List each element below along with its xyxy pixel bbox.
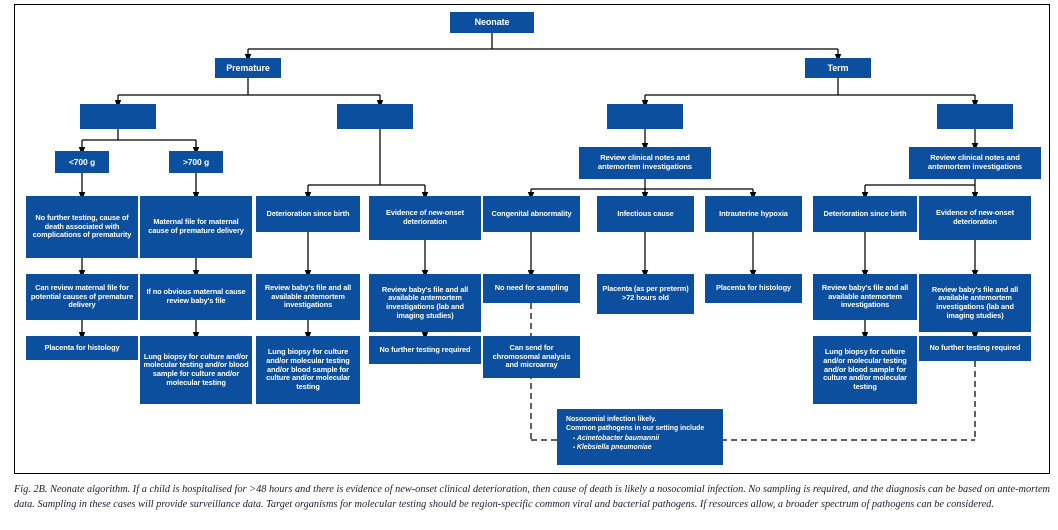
node-placenta-for-histology-term[interactable]: Placenta for histology [705,274,802,303]
node-placenta-for-histology-preterm[interactable]: Placenta for histology [26,336,138,360]
node-infectious-cause[interactable]: Infectious cause [597,196,694,232]
note-bullet-1: • Acinetobacter baumannii [566,434,714,443]
nosocomial-note-box: Nosocomial infection likely. Common path… [557,409,723,465]
node-prem-deterioration-lung-biopsy[interactable]: Lung biopsy for culture and/or molecular… [256,336,360,404]
node-prem-new-onset-deterioration[interactable]: Evidence of new-onset deterioration [369,196,481,240]
figure-caption: Fig. 2B. Neonate algorithm. If a child i… [14,484,1050,511]
node-weight-under-700g[interactable]: <700 g [55,151,109,173]
bullet-glyph-icon: • [573,435,575,442]
node-term[interactable]: Term [805,58,871,78]
node-term-new-onset-deterioration[interactable]: Evidence of new-onset deterioration [919,196,1031,240]
node-term-new-onset-review-file[interactable]: Review baby's file and all available ant… [919,274,1031,332]
node-placenta-as-per-preterm[interactable]: Placenta (as per preterm) >72 hours old [597,274,694,314]
pathogen-acinetobacter: Acinetobacter baumannii [576,434,660,442]
node-over700-lung-biopsy[interactable]: Lung biopsy for culture and/or molecular… [140,336,252,404]
note-line-1: Nosocomial infection likely. [566,416,657,423]
pathogen-klebsiella: Klebsiella pneumoniae [576,444,652,452]
node-prem-no-further-testing[interactable]: No further testing required [369,336,481,364]
node-term-deterioration-review-file[interactable]: Review baby's file and all available ant… [813,274,917,320]
node-term-deterioration-since-birth[interactable]: Deterioration since birth [813,196,917,232]
node-term-review-left[interactable]: Review clinical notes and antemortem inv… [579,147,711,179]
node-term-no-further-testing[interactable]: No further testing required [919,336,1031,361]
node-prem-deterioration-since-birth[interactable]: Deterioration since birth [256,196,360,232]
bullet-glyph-icon-2: • [573,445,575,452]
node-over700-maternal-file[interactable]: Maternal file for maternal cause of prem… [140,196,252,258]
node-chromosomal-analysis-microarray[interactable]: Can send for chromosomal analysis and mi… [483,336,580,378]
node-neonate[interactable]: Neonate [450,12,534,33]
figure-border [14,4,1050,474]
note-line-2: Common pathogens in our setting include [566,425,705,433]
node-prem-new-onset-review-file[interactable]: Review baby's file and all available ant… [369,274,481,332]
node-congenital-abnormality[interactable]: Congenital abnormality [483,196,580,232]
node-under700-no-further-testing[interactable]: No further testing, cause of death assoc… [26,196,138,258]
node-weight-over-700g[interactable]: >700 g [169,151,223,173]
node-premature-branch-left-blank[interactable] [80,104,156,129]
node-premature[interactable]: Premature [215,58,281,78]
note-bullet-2: • Klebsiella pneumoniae [566,443,714,452]
node-premature-branch-right-blank[interactable] [337,104,413,129]
node-over700-review-babys-file[interactable]: If no obvious maternal cause review baby… [140,274,252,320]
node-term-deterioration-lung-biopsy[interactable]: Lung biopsy for culture and/or molecular… [813,336,917,404]
node-intrauterine-hypoxia[interactable]: Intrauterine hypoxia [705,196,802,232]
node-term-branch-right-blank[interactable] [937,104,1013,129]
node-under700-review-maternal-file[interactable]: Can review maternal file for potential c… [26,274,138,320]
node-term-review-right[interactable]: Review clinical notes and antemortem inv… [909,147,1041,179]
node-term-branch-left-blank[interactable] [607,104,683,129]
node-no-need-for-sampling[interactable]: No need for sampling [483,274,580,303]
node-prem-deterioration-review-file[interactable]: Review baby's file and all available ant… [256,274,360,320]
